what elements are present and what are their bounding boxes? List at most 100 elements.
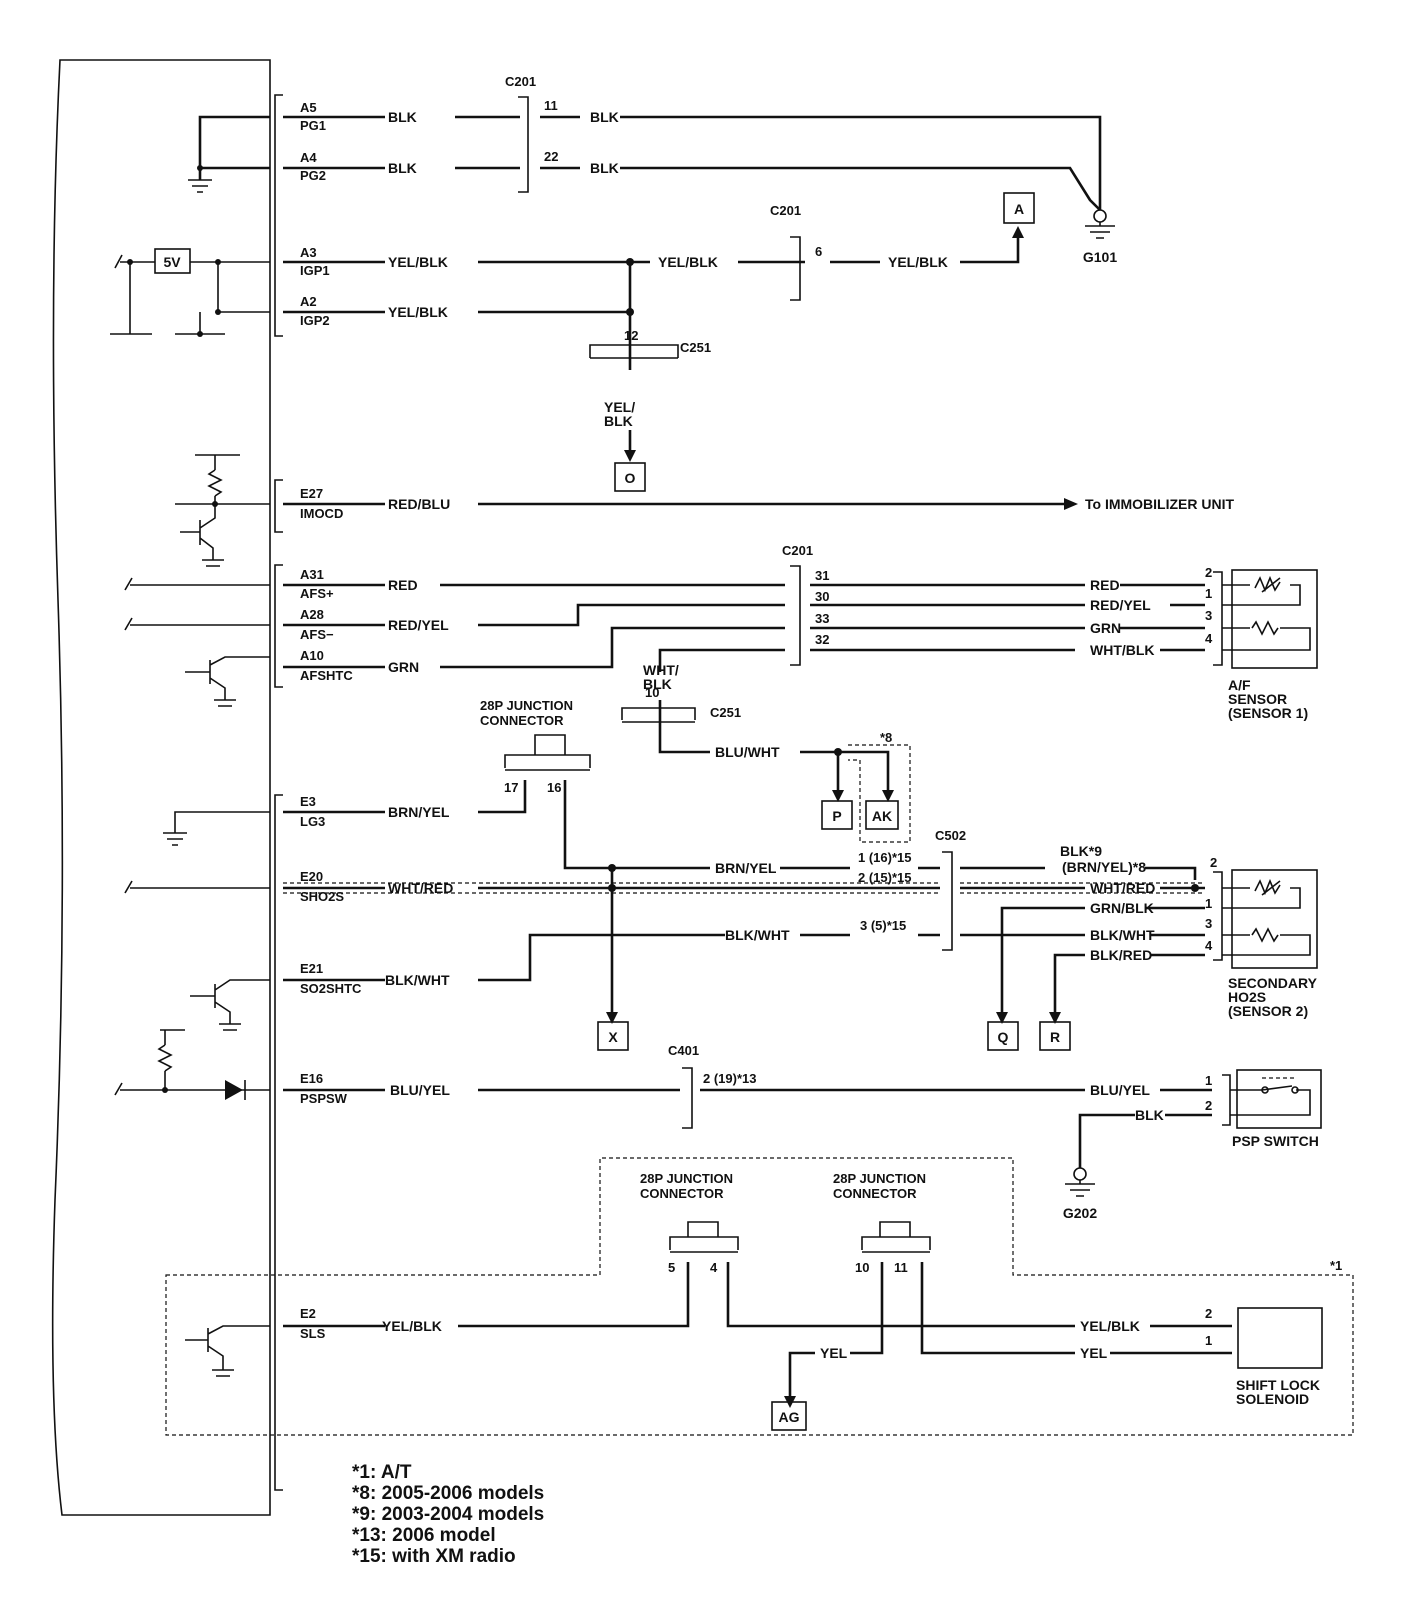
shift-lock-solenoid-label: SHIFT LOCK SOLENOID <box>1236 1377 1320 1407</box>
af-sensor-label: A/F SENSOR (SENSOR 1) <box>1228 677 1308 721</box>
connector-label: 28P JUNCTION <box>833 1171 926 1186</box>
wire-color-label: BLK/WHT <box>1090 927 1155 943</box>
immobilizer-label: To IMMOBILIZER UNIT <box>1085 496 1234 512</box>
reference-letter: AK <box>872 808 892 824</box>
svg-text:(SENSOR 2): (SENSOR 2) <box>1228 1003 1308 1019</box>
connector-label: C251 <box>680 340 711 355</box>
connector-label: 28P JUNCTION <box>480 698 573 713</box>
reference-letter: X <box>608 1029 618 1045</box>
ecm-pin-code: E21 <box>300 961 323 976</box>
pin-number: 16 <box>547 780 561 795</box>
ecm-pin-name: SLS <box>300 1326 326 1341</box>
ecm-pin-code: E2 <box>300 1306 316 1321</box>
wire-color-label: BLK <box>388 160 417 176</box>
connector-label: C201 <box>782 543 813 558</box>
ecm-pin-code: E3 <box>300 794 316 809</box>
wire-color-labels: BLK BLK BLK BLK YEL/BLK YEL/BLK YEL/BLK YEL/BLK… <box>382 109 1164 1361</box>
ground-wiring <box>188 96 1115 239</box>
pin-number: 12 <box>624 328 638 343</box>
ecm-pin-code: A31 <box>300 567 324 582</box>
ecm-pin-name: AFS+ <box>300 586 334 601</box>
ecm-pin-code: A5 <box>300 100 317 115</box>
pin-number: 6 <box>815 244 822 259</box>
pin-number: 4 <box>1205 631 1213 646</box>
ecm-pin-name: SHO2S <box>300 889 344 904</box>
connector-label: CONNECTOR <box>480 713 564 728</box>
pin-number: 32 <box>815 632 829 647</box>
svg-text:A/F: A/F <box>1228 677 1251 693</box>
wire-color-label: YEL/BLK <box>1080 1318 1140 1334</box>
reference-letter: A <box>1014 201 1024 217</box>
pin-number: 10 <box>855 1260 869 1275</box>
wire-color-label: YEL/ <box>604 399 635 415</box>
connector-label: C502 <box>935 828 966 843</box>
pin-number: 1 <box>1205 1333 1212 1348</box>
wire-color-label: YEL <box>1080 1345 1108 1361</box>
secondary-ho2s-label: SECONDARY HO2S (SENSOR 2) <box>1228 975 1318 1019</box>
ecm-pin-labels: A5PG1A4PG2A3IGP1A2IGP2E27IMOCDA31AFS+A28… <box>300 100 362 1341</box>
wire-color-label: WHT/RED <box>1090 880 1155 896</box>
pin-number: 2 <box>1205 1098 1212 1113</box>
psp-switch-label: PSP SWITCH <box>1232 1133 1319 1149</box>
wire-color-label: WHT/RED <box>388 880 453 896</box>
svg-text:*9: 2003-2004 models: *9: 2003-2004 models <box>352 1504 544 1525</box>
shift-lock-wiring <box>165 1157 1354 1436</box>
wire-color-label: YEL/BLK <box>388 254 448 270</box>
ecm-pin-name: LG3 <box>300 814 325 829</box>
ecm-pin-code: E20 <box>300 869 323 884</box>
pin-number: 1 (16)*15 <box>858 850 911 865</box>
pin-number: 2 (19)*13 <box>703 1071 756 1086</box>
secondary-ho2s-wiring <box>124 734 1318 1031</box>
wire-color-label: (BRN/YEL)*8 <box>1062 859 1146 875</box>
wire-color-label: BLK <box>643 676 672 692</box>
svg-text:*13: 2006 model: *13: 2006 model <box>352 1525 496 1546</box>
immobilizer-wiring <box>175 454 1078 567</box>
pin-number: 2 <box>1205 1306 1212 1321</box>
svg-text:*8: 2005-2006 models: *8: 2005-2006 models <box>352 1483 544 1504</box>
svg-text:SECONDARY: SECONDARY <box>1228 975 1318 991</box>
wire-color-label: YEL/BLK <box>382 1318 442 1334</box>
wire-color-label: RED <box>388 577 418 593</box>
svg-text:SENSOR: SENSOR <box>1228 691 1287 707</box>
wire-color-label: BLU/YEL <box>390 1082 450 1098</box>
reference-letter: O <box>625 470 636 486</box>
pin-number: 4 <box>710 1260 718 1275</box>
svg-text:HO2S: HO2S <box>1228 989 1266 1005</box>
ground-label-g202: G202 <box>1063 1205 1097 1221</box>
pin-number: 1 <box>1205 896 1212 911</box>
ecm-pin-name: SO2SHTC <box>300 981 362 996</box>
wire-color-label: YEL/BLK <box>388 304 448 320</box>
ecm-pin-code: A2 <box>300 294 317 309</box>
pin-number: 30 <box>815 589 829 604</box>
wire-color-label: GRN/BLK <box>1090 900 1154 916</box>
pin-number: 11 <box>544 98 558 113</box>
ecm-body <box>51 59 271 1516</box>
svg-text:*15: with XM radio: *15: with XM radio <box>352 1546 516 1567</box>
pin-number: 5 <box>668 1260 675 1275</box>
ecm-connector-brackets <box>274 94 283 1491</box>
pin-number: 17 <box>504 780 518 795</box>
pin-number: 11 <box>894 1260 908 1275</box>
wire-color-label: BLK <box>1135 1107 1164 1123</box>
pin-number: 3 <box>1205 608 1212 623</box>
svg-text:*1: A/T: *1: A/T <box>352 1462 412 1483</box>
connector-label: CONNECTOR <box>640 1186 724 1201</box>
svg-text:SOLENOID: SOLENOID <box>1236 1391 1309 1407</box>
ecm-pin-code: A3 <box>300 245 317 260</box>
connector-label: C251 <box>710 705 741 720</box>
wire-color-label: BLK/WHT <box>385 972 450 988</box>
connector-label: C401 <box>668 1043 699 1058</box>
pin-number: 2 <box>1210 855 1217 870</box>
connector-label: C201 <box>505 74 536 89</box>
wire-color-label: BLK <box>590 109 619 125</box>
wire-color-label: BLK*9 <box>1060 843 1102 859</box>
ecm-pin-code: A4 <box>300 150 317 165</box>
pin-number: 1 <box>1205 586 1212 601</box>
pin-number: 4 <box>1205 938 1213 953</box>
ecm-pin-name: IGP1 <box>300 263 330 278</box>
wire-color-label: WHT/BLK <box>1090 642 1155 658</box>
ecm-pin-name: IGP2 <box>300 313 330 328</box>
ecm-pin-name: PG2 <box>300 168 326 183</box>
